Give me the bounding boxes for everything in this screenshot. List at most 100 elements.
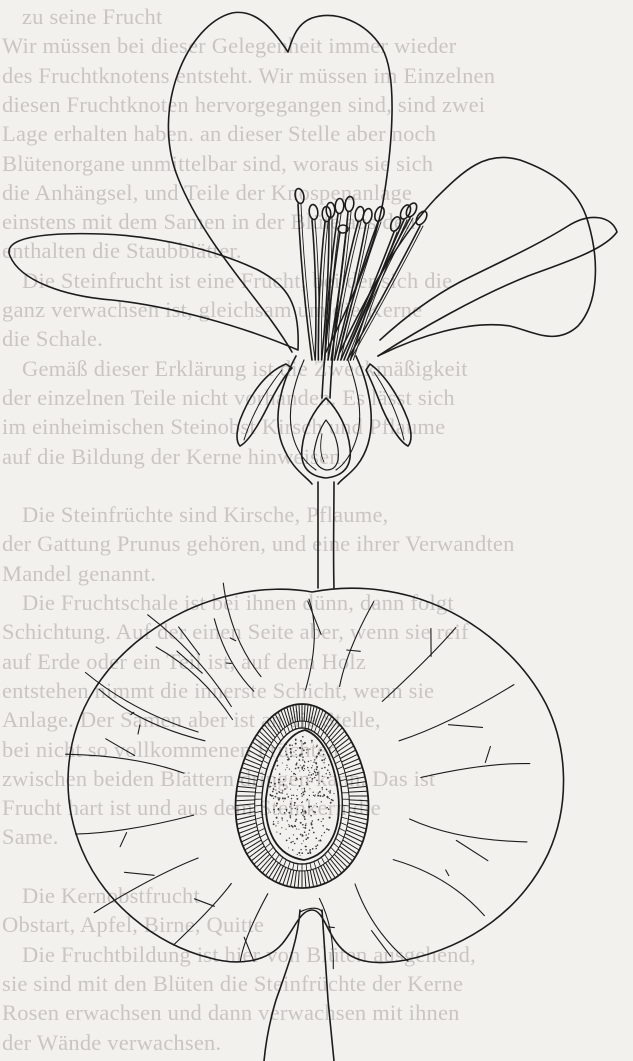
stone-hatch	[321, 866, 328, 881]
vein	[410, 819, 527, 842]
stone-hatch	[339, 746, 353, 755]
seed-dot	[291, 795, 292, 796]
seed-dot	[288, 847, 289, 848]
stone-hatch-inner	[293, 863, 294, 869]
vein-branch	[244, 937, 254, 961]
seed-dot	[314, 769, 315, 770]
seed-dot	[312, 765, 313, 766]
seed-dot	[297, 854, 298, 855]
seed-dot	[311, 740, 313, 742]
stone-hatch	[319, 713, 326, 728]
seed-dot	[304, 788, 306, 790]
seed-dot	[285, 829, 286, 830]
seed-dot	[289, 744, 291, 746]
seed-dot	[290, 756, 292, 758]
seed-dot	[313, 762, 314, 763]
seed-dot	[273, 821, 274, 822]
stone-hatch	[349, 815, 367, 819]
seed-dot	[329, 792, 331, 794]
seed-dot	[290, 803, 292, 805]
seed-dot	[315, 846, 317, 848]
anther	[308, 204, 318, 220]
vein-branch	[328, 927, 334, 928]
seed-dot	[287, 820, 288, 821]
stone-hatch-inner	[338, 767, 343, 769]
seed-dot	[302, 824, 304, 826]
stone-hatch	[343, 840, 359, 849]
seed-dot	[287, 767, 288, 768]
stone-hatch	[310, 870, 313, 886]
seed-dot	[311, 824, 313, 826]
anther	[389, 215, 403, 232]
stone-hatch	[273, 717, 281, 731]
seed-dot	[323, 754, 325, 756]
stone-hatch-inner	[281, 732, 284, 737]
seed-dot	[297, 789, 298, 790]
seed-dot	[308, 770, 309, 771]
seed-dot	[290, 817, 291, 818]
seed-dot	[314, 760, 315, 761]
seed-dot	[286, 794, 287, 795]
seed-dot	[282, 819, 283, 820]
vein	[148, 615, 232, 707]
filament	[298, 204, 312, 360]
seed-dot	[307, 767, 309, 769]
vein	[393, 860, 484, 916]
seed-dot	[302, 811, 303, 812]
seed-dot	[276, 817, 278, 819]
stone-hatch-inner	[269, 848, 273, 853]
seed-dot	[276, 803, 278, 805]
flower-section	[9, 12, 617, 588]
seed-dot	[316, 756, 318, 758]
seed-dot	[319, 795, 321, 797]
stone-hatch-inner	[318, 860, 320, 866]
seed-dot	[295, 819, 297, 821]
seed-dot	[270, 786, 271, 787]
seed-dot	[270, 794, 272, 796]
stone-hatch-inner	[277, 736, 280, 741]
seed-dot	[303, 816, 305, 818]
stone-hatch-inner	[324, 736, 327, 741]
seed-dot	[294, 804, 296, 806]
stone-hatch-inner	[331, 848, 335, 853]
vein	[306, 599, 315, 690]
stone-hatch	[279, 713, 286, 728]
seed-dot	[303, 743, 304, 744]
seed-dot	[311, 781, 312, 782]
stone-hatch	[291, 870, 294, 886]
seed-dot	[310, 806, 312, 808]
seed-dot	[316, 746, 318, 748]
seed-dot	[295, 740, 296, 741]
seed-dot	[288, 812, 290, 814]
seed-dot	[320, 749, 322, 751]
seed-dot	[286, 809, 288, 811]
seed-dot	[303, 770, 304, 771]
seed-dot	[313, 792, 314, 793]
seed-dot	[272, 791, 274, 793]
vein-branch	[230, 638, 236, 641]
seed-dot	[301, 753, 302, 754]
stone-hatch	[241, 772, 258, 776]
seed-dot	[305, 838, 307, 840]
stone-hatch-inner	[342, 817, 348, 819]
stone-hatch-inner	[298, 722, 299, 728]
stone-hatch-inner	[315, 726, 317, 732]
seed-dot	[292, 826, 294, 828]
petal-top-right	[340, 157, 595, 356]
seed-dot	[289, 815, 291, 817]
stone-hatch	[347, 777, 364, 780]
seed-dot	[280, 751, 281, 752]
seed-dot	[321, 781, 323, 783]
seed-dot	[282, 790, 283, 791]
seed-dot	[301, 766, 303, 768]
seed-dot	[299, 747, 301, 749]
stone-hatch-inner	[334, 755, 339, 758]
seed-dot	[303, 793, 305, 795]
stone-hatch-inner	[291, 724, 292, 730]
stone-hatch-inner	[261, 834, 266, 837]
stone-hatch-inner	[297, 864, 298, 870]
seed-dot	[332, 800, 334, 802]
seed-dot	[289, 783, 290, 784]
seed-dot	[309, 788, 310, 789]
seed-dot	[301, 852, 303, 854]
